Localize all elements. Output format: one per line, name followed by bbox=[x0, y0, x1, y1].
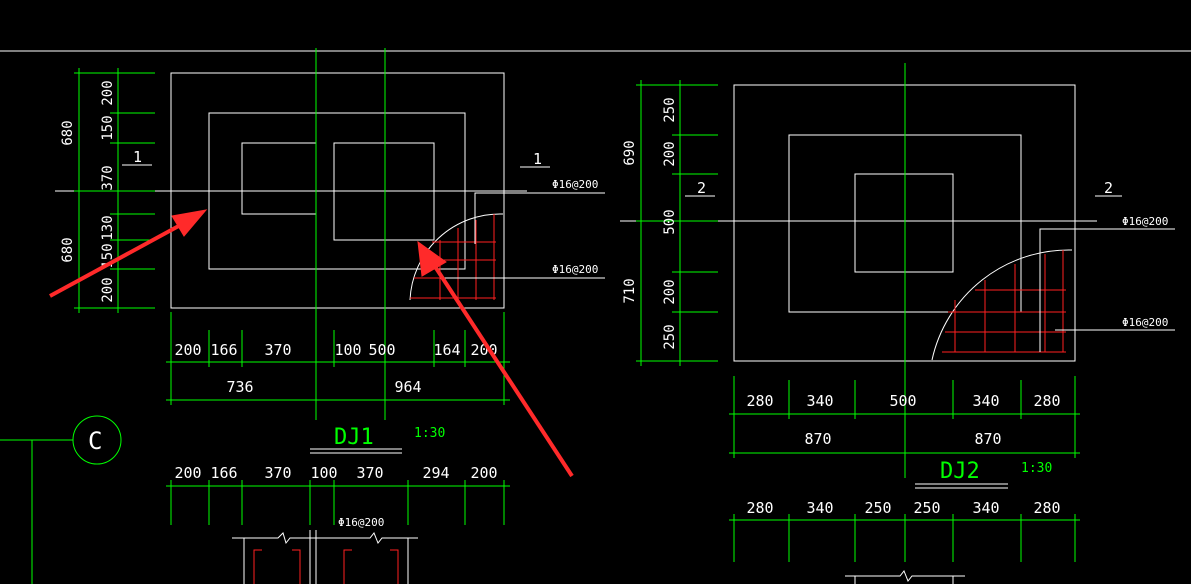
dim-label-vertical: 200 bbox=[100, 277, 116, 302]
dim-label: 340 bbox=[806, 499, 833, 517]
dim-label: 370 bbox=[264, 464, 291, 482]
dj1-rebar-leader-top bbox=[474, 192, 605, 244]
dj1-rebar-label-top: Φ16@200 bbox=[552, 178, 598, 191]
dj1-title: DJ1 bbox=[334, 425, 374, 450]
dj1-lower-dim-labels: 200 166 370 100 370 294 200 bbox=[174, 464, 497, 482]
dj2-title: DJ2 bbox=[940, 459, 980, 484]
axis-marker-c[interactable]: C bbox=[0, 415, 122, 584]
dj2-hdim-labels: 280 340 500 340 280 870 870 bbox=[746, 392, 1060, 448]
dim-label: 370 bbox=[264, 341, 291, 359]
dim-label: 200 bbox=[174, 341, 201, 359]
dj1-section-view[interactable]: 200 166 370 100 370 294 200 Φ16@200 bbox=[166, 464, 510, 584]
dim-label: 294 bbox=[422, 464, 449, 482]
dim-label-vertical: 200 bbox=[662, 279, 678, 304]
dj1-column-left bbox=[241, 142, 317, 215]
dim-label: 250 bbox=[864, 499, 891, 517]
dim-label-vertical: 680 bbox=[60, 237, 76, 262]
dj2-section-mark-left: 2 bbox=[697, 179, 706, 197]
dj2-plan[interactable]: 250 200 500 200 250 690 710 280 340 500 340 280 870… bbox=[620, 63, 1175, 489]
dim-label: 736 bbox=[226, 378, 253, 396]
dj1-section-rebar-4 bbox=[390, 549, 399, 584]
dim-label: 280 bbox=[1033, 499, 1060, 517]
dim-label: 164 bbox=[433, 341, 460, 359]
dim-label: 500 bbox=[889, 392, 916, 410]
dj2-rebar-label-top: Φ16@200 bbox=[1122, 215, 1168, 228]
dim-label: 370 bbox=[356, 464, 383, 482]
dj2-vdim-labels: 250 200 500 200 250 690 710 bbox=[622, 97, 678, 349]
dj2-rebar-arc bbox=[931, 249, 1073, 361]
dim-label-vertical: 250 bbox=[662, 97, 678, 122]
dim-label-vertical: 500 bbox=[662, 209, 678, 234]
arrow-left-head bbox=[171, 209, 208, 237]
dim-label: 280 bbox=[746, 499, 773, 517]
dj2-vdim-ticks bbox=[636, 84, 718, 362]
dim-label: 870 bbox=[974, 430, 1001, 448]
dim-label-vertical: 200 bbox=[100, 80, 116, 105]
dim-label-vertical: 680 bbox=[60, 120, 76, 145]
dj2-scale: 1:30 bbox=[1021, 461, 1052, 476]
dim-label: 340 bbox=[972, 392, 999, 410]
dim-label: 340 bbox=[806, 392, 833, 410]
dj2-rebar-label-bottom: Φ16@200 bbox=[1122, 316, 1168, 329]
dj1-scale: 1:30 bbox=[414, 426, 445, 441]
dj2-rebar-grid bbox=[942, 250, 1066, 353]
dim-label-vertical: 250 bbox=[662, 324, 678, 349]
dim-label-vertical: 200 bbox=[662, 141, 678, 166]
dim-label: 166 bbox=[210, 341, 237, 359]
dim-label: 280 bbox=[746, 392, 773, 410]
dj1-lower-rebar-label: Φ16@200 bbox=[338, 516, 384, 529]
dj2-section-mark-right: 2 bbox=[1104, 179, 1113, 197]
axis-c-label: C bbox=[88, 427, 102, 455]
dim-label: 100 bbox=[310, 464, 337, 482]
dj2-rebar-leader-top bbox=[1039, 228, 1175, 352]
dj2-section-outline bbox=[845, 570, 965, 582]
dj1-hdim-ticks bbox=[170, 312, 505, 405]
dj1-vdim-ticks bbox=[74, 72, 155, 309]
dj1-section-mark-left: 1 bbox=[133, 148, 142, 166]
dj1-lower-dim-ticks bbox=[170, 480, 505, 525]
dj2-column bbox=[854, 173, 954, 273]
dim-label-vertical: 130 bbox=[100, 215, 116, 240]
dj1-section-rebar-1 bbox=[253, 549, 262, 584]
dim-label: 250 bbox=[913, 499, 940, 517]
dim-label-vertical: 710 bbox=[622, 278, 638, 303]
dim-label-vertical: 150 bbox=[100, 115, 116, 140]
dim-label: 166 bbox=[210, 464, 237, 482]
dim-label: 280 bbox=[1033, 392, 1060, 410]
dim-label: 100 bbox=[334, 341, 361, 359]
dj2-lower-dim-ticks bbox=[733, 514, 1076, 562]
dj1-section-mark-right: 1 bbox=[533, 150, 542, 168]
dj1-rebar-label-bottom: Φ16@200 bbox=[552, 263, 598, 276]
dj2-lower-dim-labels: 280 340 250 250 340 280 bbox=[746, 499, 1060, 517]
dj2-hdim-ticks bbox=[733, 376, 1076, 458]
axis-c-bubble bbox=[72, 415, 122, 465]
dj1-section-rebar-2 bbox=[292, 549, 301, 584]
dim-label: 340 bbox=[972, 499, 999, 517]
dim-label: 500 bbox=[368, 341, 395, 359]
arrow-right-head bbox=[417, 240, 447, 277]
arrow-right-shaft bbox=[434, 266, 574, 478]
dim-label: 200 bbox=[470, 464, 497, 482]
arrow-left-shaft bbox=[49, 220, 187, 298]
dj1-section-outline bbox=[232, 532, 418, 545]
annotation-arrows bbox=[49, 209, 574, 478]
dj1-rebar-arc bbox=[409, 213, 504, 301]
dim-label-vertical: 370 bbox=[100, 165, 116, 190]
dim-label: 870 bbox=[804, 430, 831, 448]
dim-label: 964 bbox=[394, 378, 421, 396]
dim-label: 200 bbox=[174, 464, 201, 482]
dj2-section-view[interactable]: 280 340 250 250 340 280 bbox=[729, 499, 1080, 584]
dj1-section-rebar-3 bbox=[343, 549, 352, 584]
dim-label-vertical: 690 bbox=[622, 140, 638, 165]
